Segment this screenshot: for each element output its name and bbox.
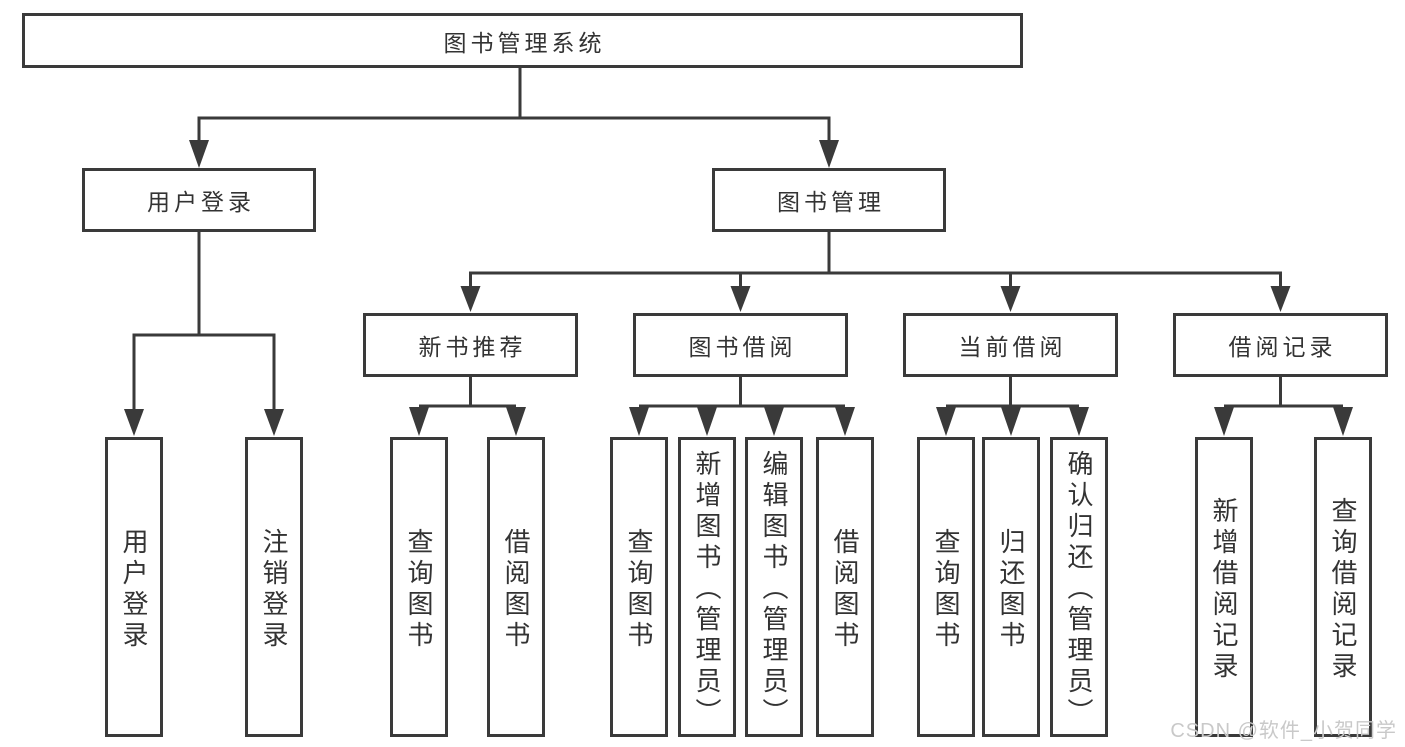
node-leaf-query-books-borrowing: 查询图书	[610, 437, 668, 737]
node-label: 新增借阅记录	[1209, 496, 1239, 683]
arrow-down-icon	[189, 140, 209, 168]
node-label: 查询图书	[931, 527, 961, 652]
node-leaf-borrow-books-recommend: 借阅图书	[487, 437, 545, 737]
node-leaf-query-books-recommend: 查询图书	[390, 437, 448, 737]
arrow-down-icon	[1000, 286, 1021, 312]
arrow-down-icon	[819, 140, 839, 168]
arrow-down-icon	[124, 409, 144, 436]
arrow-down-icon	[730, 286, 751, 312]
arrow-down-icon	[1069, 407, 1089, 436]
arrow-down-icon	[460, 286, 481, 312]
node-borrowing-records: 借阅记录	[1173, 313, 1388, 377]
arrow-down-icon	[1333, 407, 1353, 436]
node-book-borrowing: 图书借阅	[633, 313, 848, 377]
node-leaf-add-borrow-record: 新增借阅记录	[1195, 437, 1253, 737]
arrow-down-icon	[629, 407, 649, 436]
node-label: 图书管理系统	[443, 29, 606, 56]
node-leaf-query-borrow-record: 查询借阅记录	[1314, 437, 1372, 737]
arrow-down-icon	[264, 409, 284, 436]
connector-book-management-to-level2	[460, 231, 1291, 312]
connector-book-borrowing-to-leaves	[629, 376, 855, 436]
node-label: 查询借阅记录	[1328, 496, 1358, 683]
node-label: 注销登录	[259, 527, 289, 652]
node-label: 图书管理	[777, 189, 885, 215]
node-label: 借阅记录	[1228, 334, 1337, 360]
arrow-down-icon	[409, 407, 429, 436]
node-book-management: 图书管理	[712, 168, 946, 232]
node-label: 归还图书	[996, 527, 1026, 652]
node-leaf-borrow-books-borrowing: 借阅图书	[816, 437, 874, 737]
node-label: 借阅图书	[501, 527, 531, 652]
watermark: CSDN @软件_小贺同学	[1170, 720, 1397, 742]
node-label: 用户登录	[119, 527, 149, 652]
node-label: 借阅图书	[830, 527, 860, 652]
arrow-down-icon	[1270, 286, 1291, 312]
connector-new-book-recommend-to-leaves	[409, 376, 526, 436]
node-leaf-logout: 注销登录	[245, 437, 303, 737]
node-leaf-return-books: 归还图书	[982, 437, 1040, 737]
node-leaf-user-login: 用户登录	[105, 437, 163, 737]
node-user-login: 用户登录	[82, 168, 316, 232]
connector-current-borrowing-to-leaves	[936, 376, 1089, 436]
node-label: 用户登录	[147, 189, 255, 215]
arrow-down-icon	[764, 407, 784, 436]
node-new-book-recommend: 新书推荐	[363, 313, 578, 377]
arrow-down-icon	[1214, 407, 1234, 436]
node-leaf-add-books-admin: 新增图书（管理员）	[678, 437, 736, 737]
arrow-down-icon	[835, 407, 855, 436]
node-label: 编辑图书（管理员）	[759, 450, 789, 729]
connector-borrowing-records-to-leaves	[1214, 376, 1353, 436]
connector-root-to-level1	[189, 66, 839, 168]
node-label: 图书借阅	[688, 334, 797, 360]
node-leaf-confirm-return-admin: 确认归还（管理员）	[1050, 437, 1108, 737]
connector-user-login-to-leaves	[124, 231, 284, 436]
node-label: 确认归还（管理员）	[1064, 450, 1094, 729]
node-label: 当前借阅	[958, 334, 1067, 360]
node-current-borrowing: 当前借阅	[903, 313, 1118, 377]
node-label: 查询图书	[624, 527, 654, 652]
node-leaf-query-books-current: 查询图书	[917, 437, 975, 737]
node-leaf-edit-books-admin: 编辑图书（管理员）	[745, 437, 803, 737]
node-library-management-system: 图书管理系统	[22, 13, 1023, 68]
node-label: 新书推荐	[418, 334, 527, 360]
arrow-down-icon	[506, 407, 526, 436]
arrow-down-icon	[1001, 407, 1021, 436]
node-label: 新增图书（管理员）	[692, 450, 722, 729]
arrow-down-icon	[936, 407, 956, 436]
arrow-down-icon	[697, 407, 717, 436]
node-label: 查询图书	[404, 527, 434, 652]
